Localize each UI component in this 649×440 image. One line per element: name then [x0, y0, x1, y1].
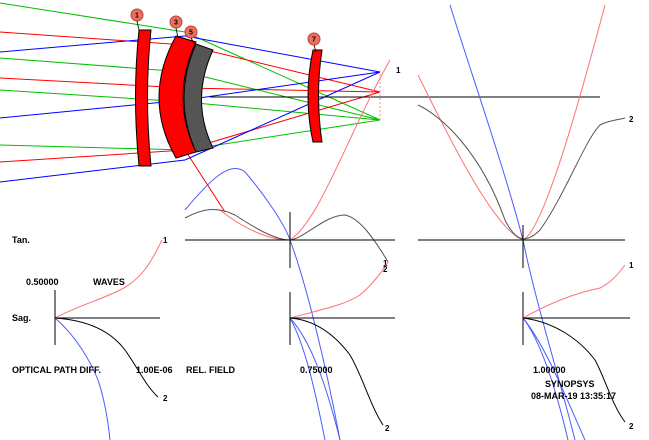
surface-label-3: 3: [174, 20, 178, 27]
ray-label-1: 1: [396, 66, 401, 75]
ray-fan-green: [0, 2, 381, 151]
sag-f075-label-2: 2: [383, 265, 388, 274]
tan-f0-label-1: 1: [163, 236, 168, 245]
scale-value: 0.50000: [26, 277, 59, 287]
rel-field-label: REL. FIELD: [186, 365, 235, 375]
ray-fan-red: [0, 31, 381, 213]
sag-label: Sag.: [12, 313, 31, 323]
field-value-075: 0.75000: [300, 365, 333, 375]
tan-f1-label-2: 2: [629, 115, 634, 124]
surface-badge-1: 1: [130, 8, 144, 31]
field-value-1: 1.00000: [533, 365, 566, 375]
lens-element-3: [158, 35, 197, 159]
surface-label-5: 5: [189, 30, 193, 37]
sag-f075-label-2b: 2: [385, 424, 390, 433]
tan-plot-field-0: [54, 239, 163, 345]
sag-plot-field-0: [54, 317, 159, 440]
sag-f1-label-2: 2: [629, 422, 634, 431]
opd-title: OPTICAL PATH DIFF.: [12, 365, 101, 375]
surface-label-7: 7: [312, 37, 316, 44]
lens-element-1: [135, 29, 152, 167]
scale-unit: WAVES: [93, 277, 125, 287]
ray-fan-blue: [0, 35, 381, 183]
surface-badge-7: 7: [307, 32, 321, 53]
lens-element-7: [307, 49, 323, 143]
opd-value: 1.00E-06: [136, 365, 173, 375]
tan-plot-field-1: [417, 4, 626, 440]
tan-plot-field-075: [184, 59, 395, 440]
sag-f1-label-1: 1: [629, 261, 634, 270]
tan-label: Tan.: [12, 235, 30, 245]
surface-badge-3: 3: [169, 15, 183, 39]
software-name: SYNOPSYS: [545, 379, 595, 389]
sag-plot-field-1: [522, 264, 630, 440]
date-time: 08-MAR-19 13:35:17: [531, 391, 616, 401]
sag-f0-label-2: 2: [163, 394, 168, 403]
surface-badge-5: 5: [184, 25, 198, 46]
lens-element-5: [183, 43, 214, 153]
surface-label-1: 1: [135, 13, 139, 20]
sag-plot-field-075: [289, 261, 395, 440]
tan-f075-label-1: 1: [383, 259, 388, 268]
